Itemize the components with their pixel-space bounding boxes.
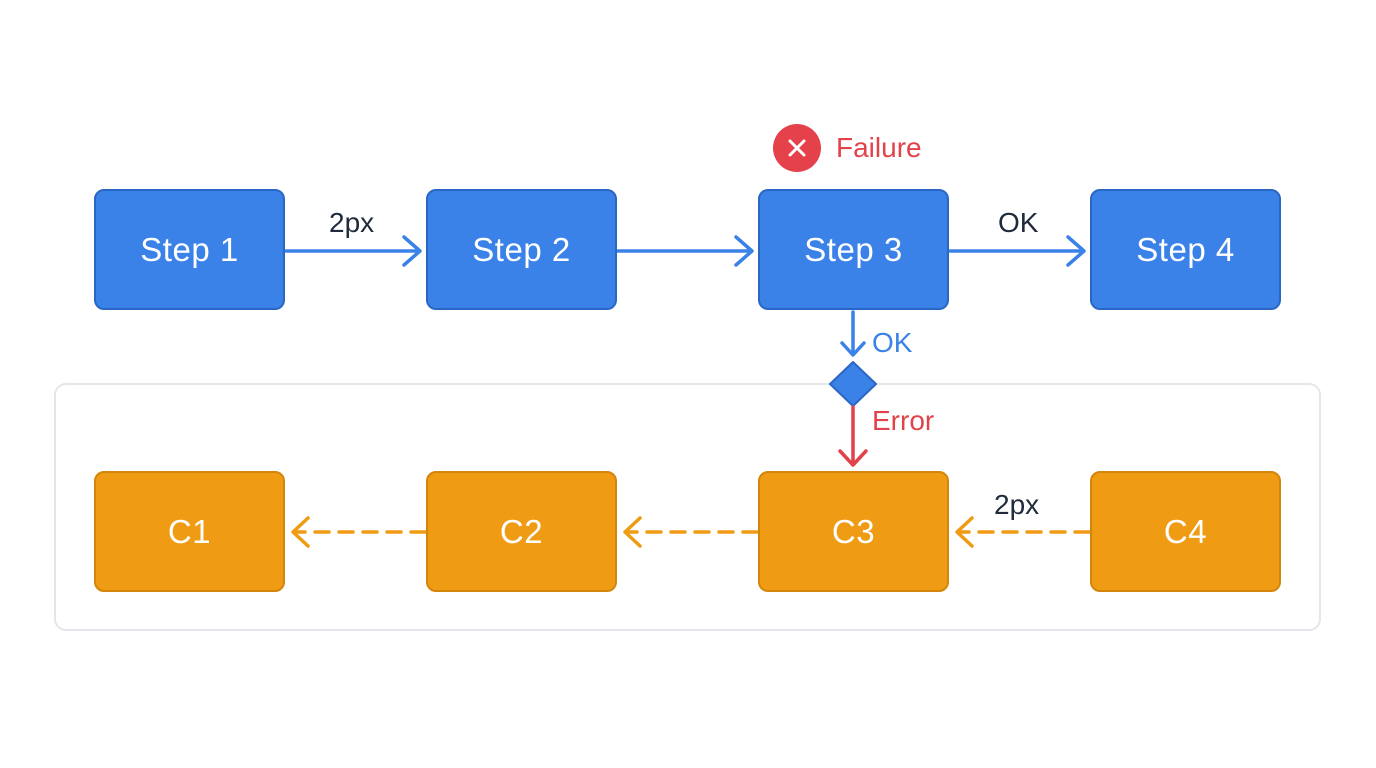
node-step-3-label: Step 3 (804, 230, 903, 268)
node-step-3[interactable]: Step 3 (758, 189, 949, 310)
node-step-1-label: Step 1 (140, 230, 239, 268)
node-c1[interactable]: C1 (94, 471, 285, 592)
node-step-4-label: Step 4 (1136, 230, 1235, 268)
edge-label-step3-down: OK (872, 327, 913, 358)
arrow-step2-to-step3 (616, 235, 754, 267)
edge-label-step1-step2: 2px (329, 207, 375, 238)
arrow-c2-to-c1 (291, 516, 427, 548)
node-step-2[interactable]: Step 2 (426, 189, 617, 310)
arrow-step1-to-step2 (284, 235, 422, 267)
edge-label-c4-c3: 2px (994, 489, 1040, 520)
arrow-c4-to-c3 (955, 516, 1091, 548)
arrow-step3-to-step4 (948, 235, 1086, 267)
arrow-step3-to-decision (840, 310, 866, 357)
close-circle-icon (773, 124, 821, 172)
node-c4-label: C4 (1163, 512, 1208, 550)
edge-label-error: Error (872, 405, 935, 436)
node-step-4[interactable]: Step 4 (1090, 189, 1281, 310)
node-c3-label: C3 (831, 512, 876, 550)
close-icon (788, 139, 806, 157)
node-c4[interactable]: C4 (1090, 471, 1281, 592)
failure-label: Failure (836, 132, 922, 163)
arrow-decision-to-c3 (838, 405, 868, 467)
node-c3[interactable]: C3 (758, 471, 949, 592)
decision-diamond-icon (829, 361, 877, 407)
arrow-c3-to-c2 (623, 516, 759, 548)
node-c2-label: C2 (499, 512, 544, 550)
node-c2[interactable]: C2 (426, 471, 617, 592)
edge-label-step3-step4: OK (998, 207, 1039, 238)
node-c1-label: C1 (167, 512, 212, 550)
node-step-1[interactable]: Step 1 (94, 189, 285, 310)
node-step-2-label: Step 2 (472, 230, 571, 268)
